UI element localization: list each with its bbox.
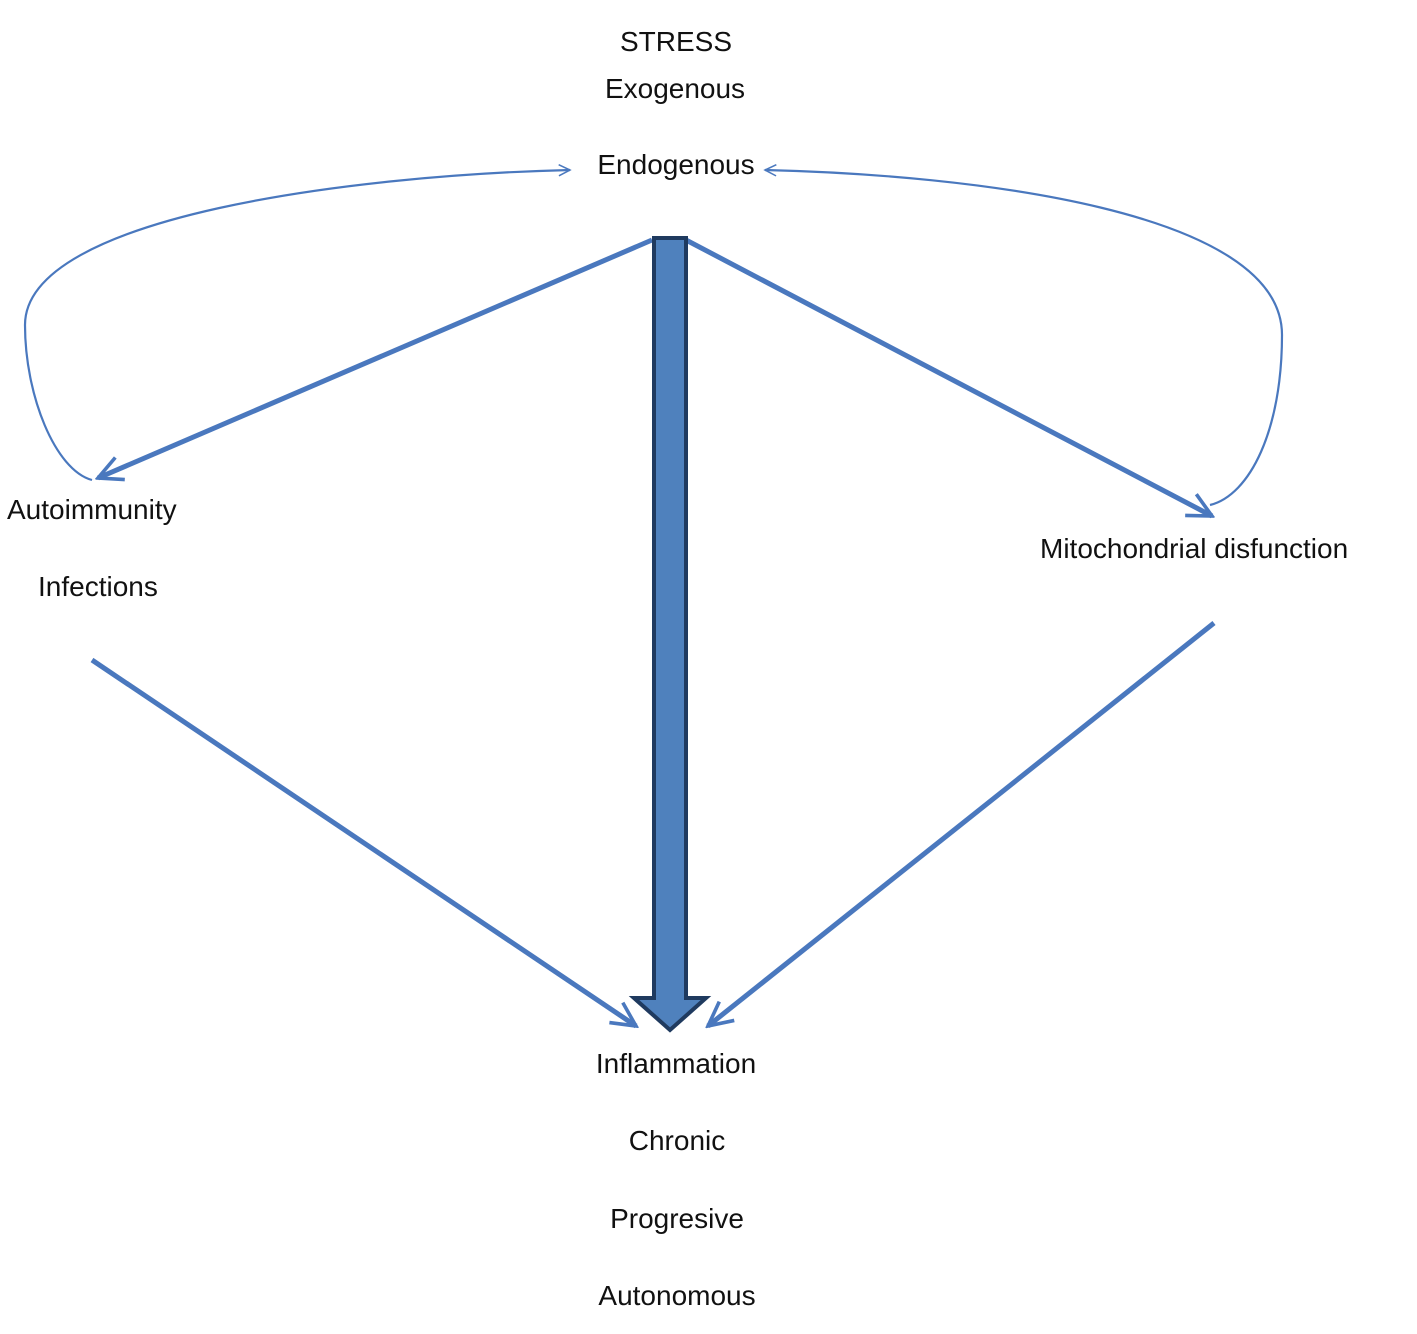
stress-title: STRESS	[619, 26, 733, 57]
infections-label: Infections	[38, 571, 158, 602]
progresive-label: Progresive	[610, 1203, 744, 1234]
mitochondrial-disfunction-label: Mitochondrial disfunction	[1040, 533, 1349, 564]
endogenous-label: Endogenous	[597, 149, 755, 180]
feedback-arrow-right	[765, 170, 1284, 507]
autonomous-label: Autonomous	[598, 1280, 756, 1311]
arrow-to-autoimmunity	[98, 237, 653, 478]
inflammation-label: Inflammation	[595, 1048, 757, 1079]
autoimmunity-label: Autoimmunity	[7, 494, 177, 525]
arrow-infections-to-inflammation	[90, 657, 636, 1026]
main-arrow-stress-to-inflammation	[628, 236, 712, 1033]
exogenous-label: Exogenous	[604, 73, 746, 104]
arrow-mitochondrial-to-inflammation	[708, 621, 1216, 1026]
arrow-to-mitochondrial	[684, 237, 1212, 519]
feedback-arrow-left	[23, 170, 570, 482]
chronic-label: Chronic	[628, 1125, 726, 1156]
